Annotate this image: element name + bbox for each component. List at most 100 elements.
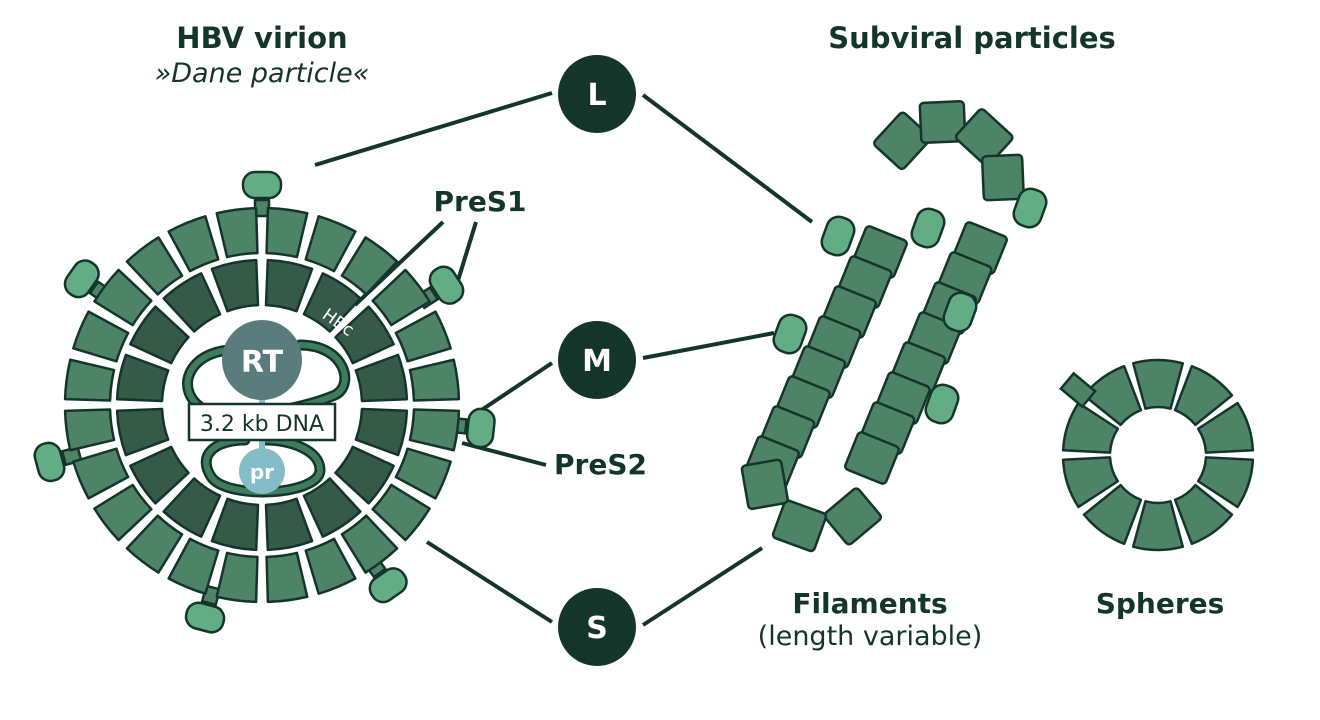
virion-capsid (115, 258, 409, 552)
sphere-segment (1131, 500, 1185, 552)
dna-label-box: 3.2 kb DNA (187, 402, 337, 442)
filament-segment (873, 111, 932, 171)
rt-label: RT (241, 345, 284, 380)
filament-pres-spike (924, 383, 960, 425)
sphere-segment (1196, 456, 1255, 509)
rt-protein: RT (222, 320, 302, 410)
sphere-segment (1196, 401, 1255, 454)
spike-head (241, 170, 283, 200)
connector-lines (314, 91, 814, 627)
filament (740, 100, 1048, 553)
hbv-virion: RT pr 3.2 kb DNA HBc (33, 170, 496, 634)
pres-spike (241, 170, 283, 218)
virion-envelope (63, 206, 461, 604)
sphere (1059, 358, 1255, 552)
envelope-segment (408, 408, 461, 452)
spike-head (428, 265, 465, 305)
capsid-segment (210, 258, 260, 313)
capsid-segment (115, 407, 170, 457)
pres-spike (447, 407, 496, 449)
envelope-segment (394, 447, 452, 500)
capsid-segment (264, 497, 314, 552)
spike-head (184, 601, 226, 634)
protein-m: M (558, 321, 636, 399)
spike-head (465, 407, 496, 449)
subviral-title: Subviral particles (828, 21, 1116, 55)
filament-segment (844, 431, 900, 485)
envelope-segment (167, 537, 220, 595)
spike-head (368, 567, 408, 604)
pres-spike (33, 441, 83, 483)
envelope-segment (340, 514, 399, 574)
capsid-segment (264, 258, 314, 313)
protein-l-label: L (587, 78, 606, 113)
envelope-segment (215, 551, 259, 604)
filament-pres-spike (1012, 187, 1048, 229)
protein-m-label: M (582, 344, 612, 379)
envelope-segment (93, 268, 153, 327)
capsid-segment (129, 305, 190, 365)
protein-s-label: S (586, 611, 608, 646)
envelope-segment (265, 551, 309, 604)
sphere-segment (1082, 483, 1143, 546)
filament-segment (980, 153, 1025, 202)
capsid-segment (162, 272, 222, 333)
envelope-segment (72, 310, 130, 363)
filament-pres-spike (820, 215, 856, 257)
envelope-segment (371, 483, 431, 542)
filaments-sublabel: (length variable) (758, 621, 983, 652)
filament-segment (918, 100, 967, 145)
envelope-segment (265, 206, 309, 259)
capsid-segment (354, 407, 409, 457)
pr-label: pr (250, 460, 274, 484)
capsid-segment (334, 445, 395, 505)
spike-head (63, 259, 100, 299)
filament-segment (771, 499, 828, 553)
pres1-label: PreS1 (434, 185, 527, 218)
capsid-segment (129, 445, 190, 505)
filament-pres-spike (942, 291, 978, 333)
capsid-segment (162, 477, 222, 538)
filament-segment (823, 487, 882, 546)
filament-segment (954, 108, 1014, 167)
filament-pres-spike (910, 207, 946, 249)
filament-pres-spike (772, 313, 808, 355)
virion-title: HBV virion (176, 21, 347, 55)
dna-label: 3.2 kb DNA (200, 412, 324, 437)
sphere-segment (1131, 358, 1185, 410)
envelope-segment (215, 206, 259, 259)
envelope-segment (394, 310, 452, 363)
sphere-segment (1061, 456, 1120, 509)
sphere-segment (1173, 483, 1234, 546)
envelope-segment (167, 215, 220, 273)
capsid-segment (334, 305, 395, 365)
capsid-segment (354, 353, 409, 403)
sphere-stub (1059, 371, 1097, 409)
protein-s: S (558, 588, 636, 666)
capsid-segment (115, 353, 170, 403)
virion-subtitle: »Dane particle« (155, 58, 370, 89)
envelope-segment (63, 358, 116, 402)
capsid-segment (302, 272, 362, 333)
spike-head (33, 441, 66, 483)
primer-protein: pr (239, 440, 285, 494)
envelope-segment (63, 408, 116, 452)
envelope-segment (125, 514, 184, 574)
envelope-segment (304, 215, 357, 273)
envelope-segment (408, 358, 461, 402)
envelope-segment (340, 236, 399, 296)
envelope-segment (371, 268, 431, 327)
capsid-segment (210, 497, 260, 552)
sphere-segment (1082, 364, 1143, 427)
filaments-label: Filaments (792, 587, 947, 620)
envelope-segment (72, 447, 130, 500)
protein-l: L (558, 55, 636, 133)
spheres-label: Spheres (1096, 587, 1225, 620)
envelope-segment (125, 236, 184, 296)
envelope-segment (93, 483, 153, 542)
filament-segment (740, 458, 789, 511)
envelope-segment (304, 537, 357, 595)
pres2-label: PreS2 (554, 448, 647, 481)
capsid-segment (302, 477, 362, 538)
